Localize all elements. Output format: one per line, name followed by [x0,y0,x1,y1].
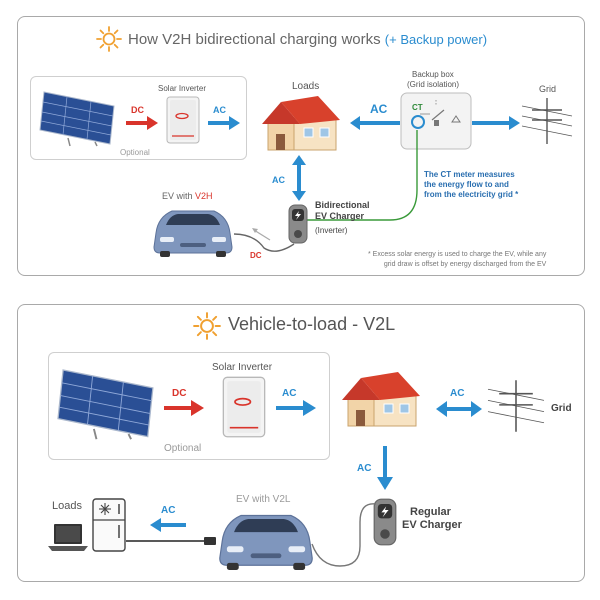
v2l-inverter-ac-arrow [276,400,316,416]
laptop-icon [48,524,88,551]
ct-label: CT [412,103,423,112]
ct-note-line-1: The CT meter measures [424,170,515,179]
v2h-grid-label: Grid [539,84,557,94]
v2h-title-main: How V2H bidirectional charging works [128,31,381,48]
v2h-cable-dc-label: DC [250,251,262,260]
inverter-icon [166,96,200,144]
dc-arrow [126,116,158,130]
v2l-ev-label: EV with V2L [236,494,291,505]
v2l-house-grid-arrow [436,401,482,417]
v2h-ev-label-prefix: EV with [162,191,196,201]
sun-icon-v2l [193,312,221,340]
v2l-title: Vehicle-to-load - V2L [228,314,396,334]
v2l-house-grid-ac-label: AC [450,388,465,399]
v2h-vertical-ac-label: AC [272,175,285,185]
v2l-loads-ac-arrow [150,518,186,532]
v2h-footnote-line-2: grid draw is offset by energy discharged… [383,261,547,268]
v2l-dc-arrow [164,400,204,416]
v2h-title-suffix: (+ Backup power) [384,32,488,47]
ct-note: The CT meter measures the energy flow to… [424,170,518,200]
ev-car-icon [153,210,233,257]
v2h-optional-label: Optional [120,148,150,157]
v2h-house-backup-ac-label: AC [370,102,388,116]
ev-charger-icon-v2l [373,498,397,546]
v2h-footnote-line-1: * Excess solar energy is used to charge … [368,251,547,258]
v2h-charger-line-3: (Inverter) [315,226,348,235]
house-icon [262,96,340,151]
backup-box-icon [400,92,472,150]
v2l-charger-line-1: Regular [410,506,451,518]
v2h-charger-label: Bidirectional EV Charger (Inverter) [315,200,370,236]
v2h-charger-line-2: EV Charger [315,211,365,221]
ct-note-line-2: the energy flow to and [424,180,509,189]
sun-icon [96,26,122,52]
v2h-title: How V2H bidirectional charging works (+ … [128,31,487,48]
v2l-grid-label: Grid [551,403,572,414]
v2h-solar-inverter-label: Solar Inverter [158,84,207,93]
v2l-solar-inverter-label: Solar Inverter [212,362,273,373]
v2l-charger-label: Regular EV Charger [402,506,462,532]
v2h-house-backup-ac-arrow [350,116,400,130]
v2l-dc-label: DC [172,388,187,399]
solar-panel-icon [39,91,115,147]
ev-charger-icon [288,204,308,244]
v2h-ev-label-v2h: V2H [195,191,213,201]
v2l-charger-cable [311,503,377,567]
house-icon-v2l [342,372,420,427]
v2l-loads-label: Loads [52,500,82,512]
fridge-icon [92,498,126,552]
grid-pylon-icon [521,98,573,144]
v2l-charger-line-2: EV Charger [402,519,462,531]
v2l-inverter-ac-label: AC [282,388,297,399]
grid-pylon-icon-v2l [487,380,545,432]
v2h-dc-label: DC [131,105,144,115]
v2h-footnote: * Excess solar energy is used to charge … [368,250,546,270]
v2h-charger-line-1: Bidirectional [315,200,370,210]
v2h-inverter-ac-arrow [208,116,240,130]
v2l-vertical-ac-label: AC [357,463,372,474]
ev-car-icon-v2l [219,514,313,570]
v2l-loads-cable [126,537,216,545]
v2h-inverter-ac-label: AC [213,105,226,115]
v2l-house-charger-arrow [377,446,393,490]
v2h-ev-label: EV with V2H [162,191,213,201]
solar-panel-icon-v2l [57,369,154,440]
v2h-backup-grid-arrow [472,116,520,130]
v2h-loads-label: Loads [292,81,320,92]
v2l-optional-label: Optional [164,443,202,454]
v2h-house-charger-arrow [292,155,306,201]
v2l-loads-ac-label: AC [161,505,176,516]
ct-wire [304,130,418,221]
ct-note-line-3: from the electricity grid * [424,190,519,199]
v2h-charging-cable [233,228,295,252]
inverter-icon-v2l [222,376,266,438]
grid-isolation-label: (Grid isolation) [407,80,460,89]
backup-box-label: Backup box [412,70,454,79]
